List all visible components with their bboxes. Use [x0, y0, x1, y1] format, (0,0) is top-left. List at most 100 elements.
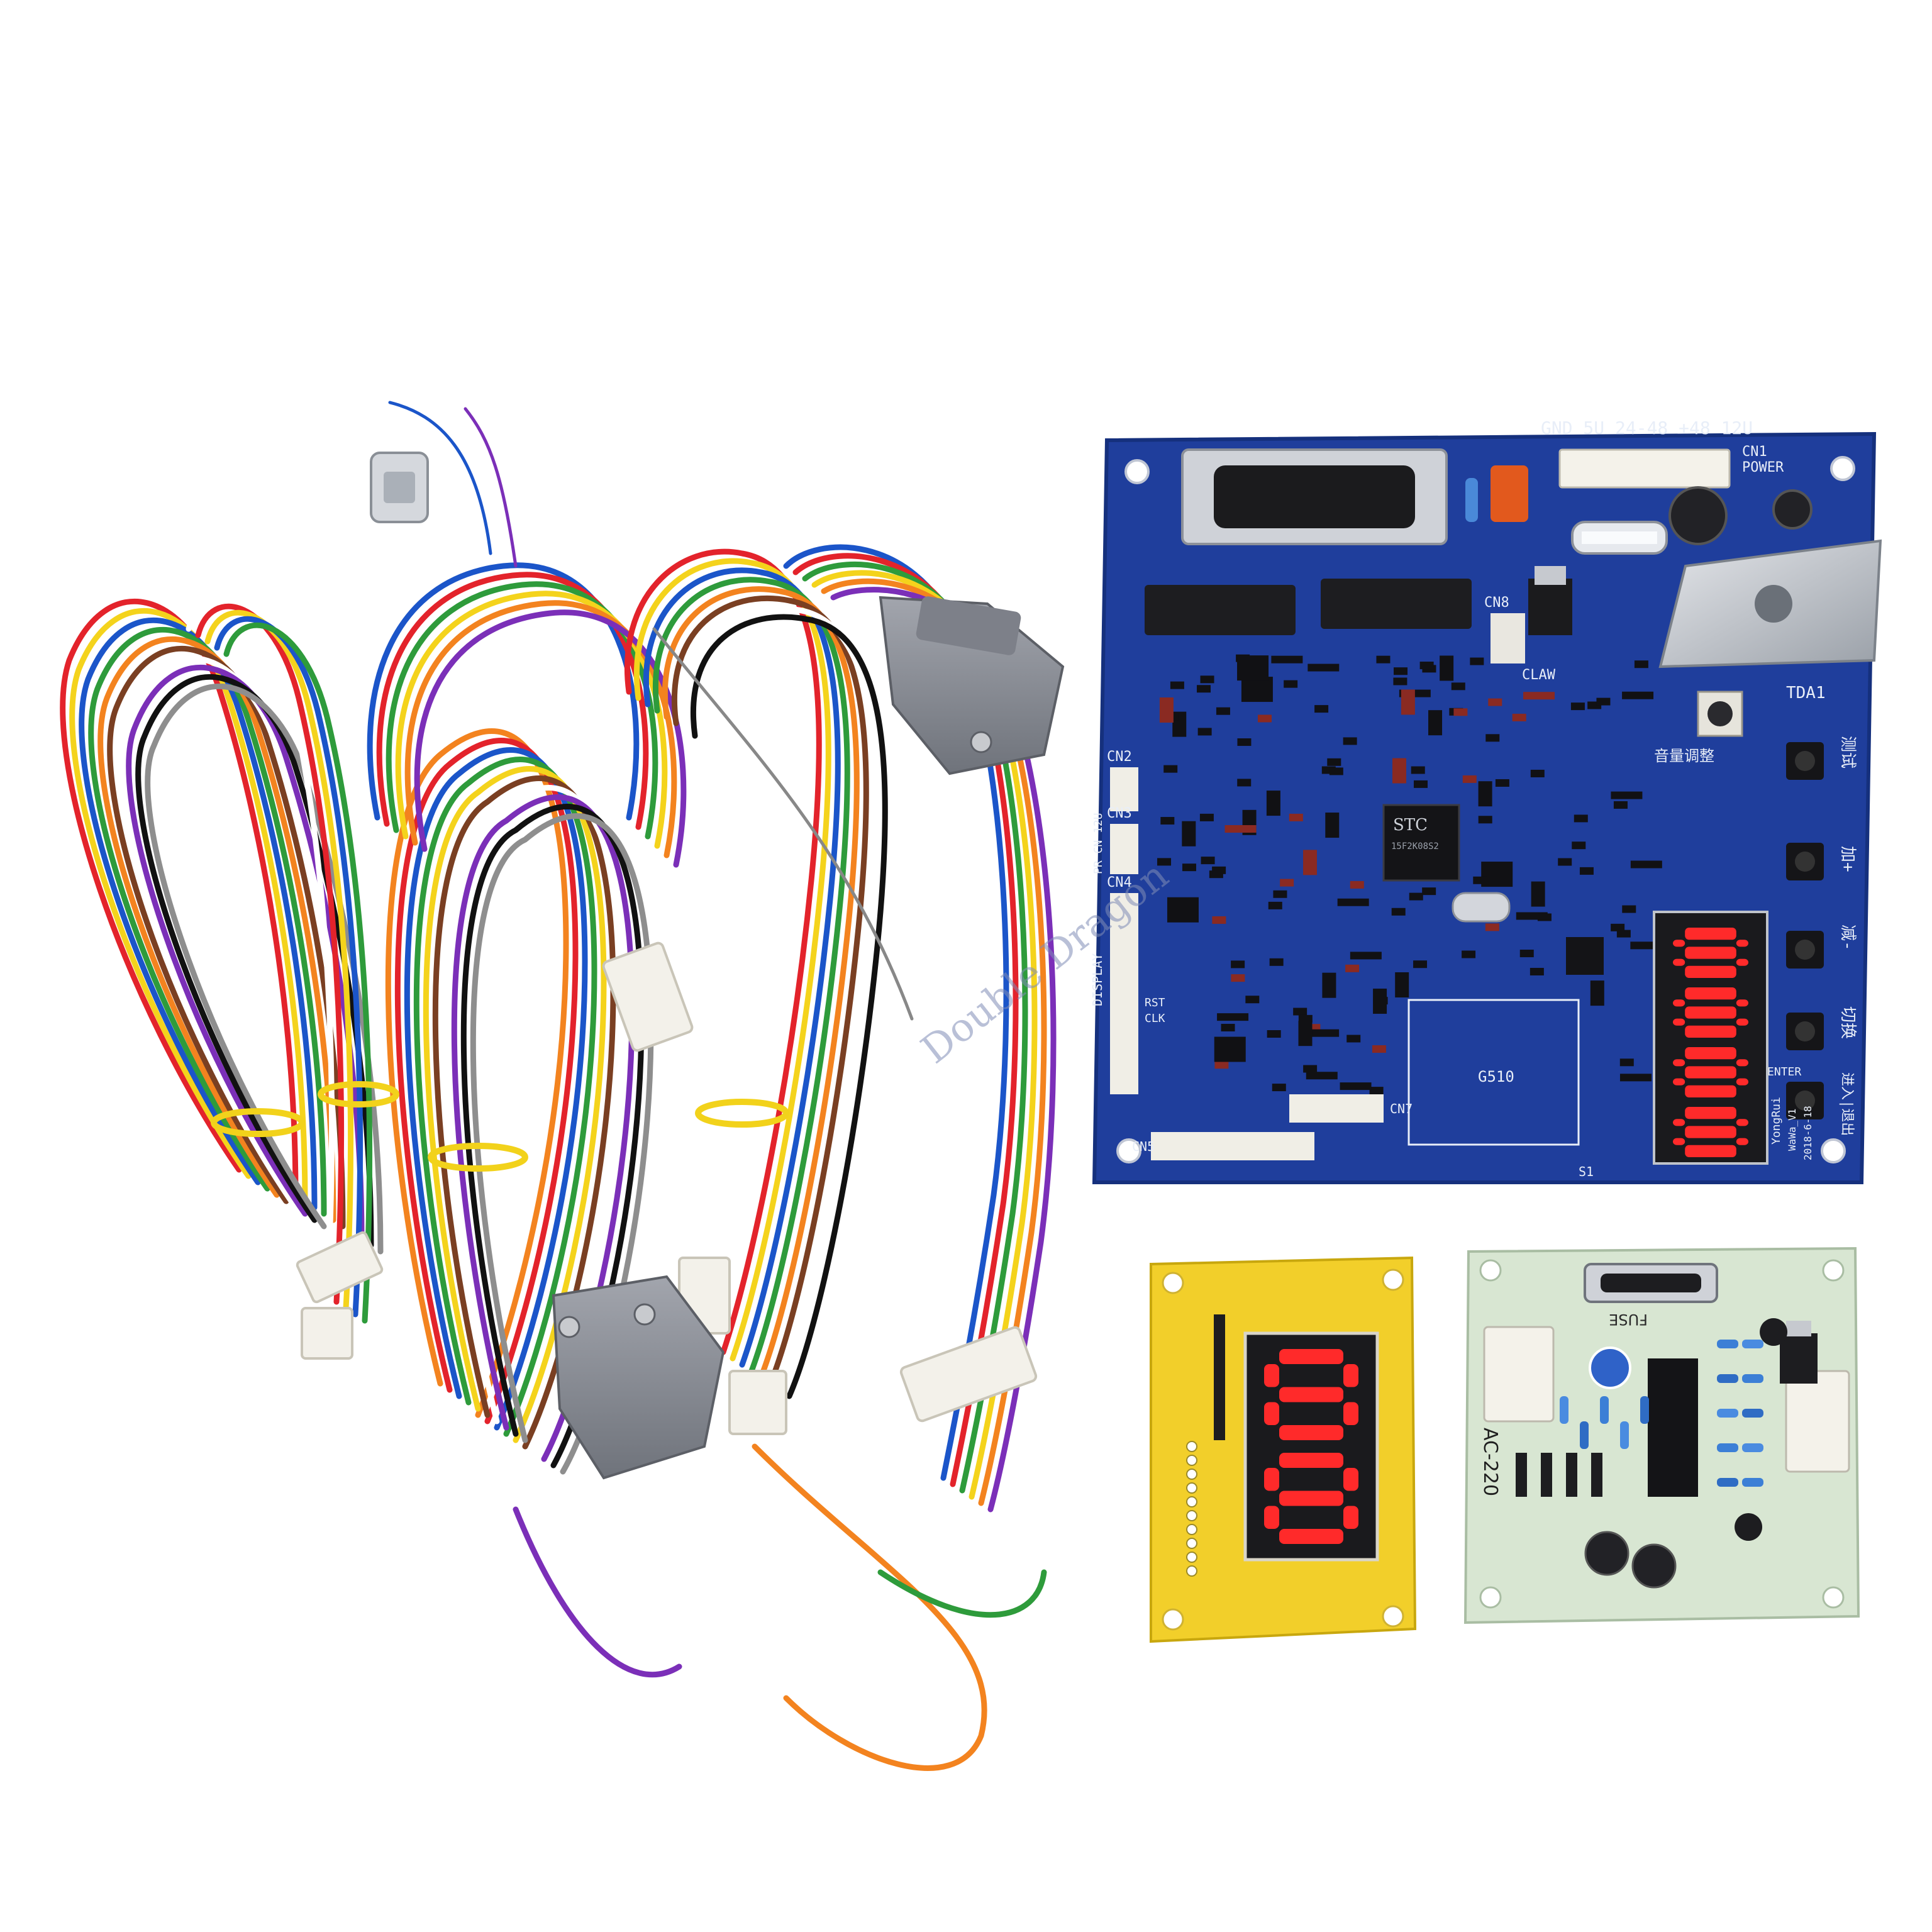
smd-components: [1157, 654, 1662, 1104]
smd-part: [1214, 1036, 1246, 1062]
led-segment: [1736, 1119, 1748, 1126]
smd-part: [1558, 858, 1572, 866]
led-segment: [1736, 1078, 1748, 1085]
header-pin: [1186, 1552, 1197, 1563]
smd-part: [1374, 997, 1388, 1005]
smd-part: [1530, 967, 1544, 975]
header-pin: [1186, 1455, 1197, 1466]
smd-part: [1345, 964, 1360, 972]
smd-part: [1224, 825, 1257, 833]
smd-part: [1289, 813, 1303, 821]
resistor: [1742, 1374, 1763, 1383]
smd-part: [1495, 779, 1509, 787]
enter-label: ENTER: [1767, 1065, 1801, 1079]
clk-label: CLK: [1145, 1012, 1165, 1025]
cn2-header: [1110, 767, 1138, 811]
smd-part: [1478, 816, 1492, 824]
led-digits-88: [1264, 1349, 1358, 1544]
smd-part: [1590, 980, 1604, 1006]
smd-part: [1159, 697, 1174, 723]
resistor: [1742, 1409, 1763, 1418]
cn3-label: CN3: [1107, 806, 1132, 821]
header-pin: [1186, 1510, 1197, 1521]
smd-part: [1245, 996, 1260, 1004]
smd-part: [1622, 905, 1636, 913]
cn7-label: CN7: [1390, 1101, 1413, 1116]
led-segment: [1685, 987, 1736, 1000]
led-segment: [1685, 928, 1736, 940]
smd-part: [1462, 950, 1476, 958]
version-label: WaWa_V1: [1786, 1109, 1798, 1151]
smd-part: [1488, 698, 1502, 706]
resistor: [1640, 1396, 1649, 1424]
smd-part: [1307, 1029, 1340, 1037]
smd-part: [1268, 901, 1282, 909]
led-segment: [1264, 1364, 1279, 1387]
resistor: [1717, 1443, 1738, 1452]
smd-part: [1473, 876, 1487, 884]
rst-label: RST: [1145, 996, 1165, 1009]
smd-part: [1197, 728, 1212, 736]
resistor: [1620, 1421, 1629, 1449]
cn3-header: [1110, 824, 1138, 874]
led-segment: [1279, 1491, 1343, 1506]
resistor: [1717, 1340, 1738, 1348]
resistor: [1742, 1478, 1763, 1487]
led-digit: [1673, 928, 1748, 978]
led-digits-8888: [1673, 928, 1748, 1157]
header-pin: [1186, 1482, 1197, 1494]
header-pin: [1186, 1538, 1197, 1549]
led-segment: [1685, 1085, 1736, 1097]
led-segment: [1673, 1078, 1685, 1085]
led-segment: [1736, 940, 1748, 947]
led-segment: [1343, 1506, 1358, 1529]
smd-part: [1170, 681, 1184, 689]
smd-part: [1622, 691, 1654, 699]
smd-part: [1392, 758, 1406, 784]
cn5-header: [1151, 1132, 1314, 1160]
smd-part: [1453, 708, 1468, 716]
smd-part: [1314, 705, 1329, 713]
led-segment: [1279, 1349, 1343, 1364]
smd-part: [1237, 738, 1252, 747]
header-pin: [1186, 1565, 1197, 1577]
metal-jack: [370, 452, 429, 523]
smd-part: [1350, 952, 1382, 960]
smd-part: [1572, 841, 1586, 850]
led-segment: [1685, 1107, 1736, 1119]
smd-part: [1266, 791, 1280, 816]
smd-part: [1470, 657, 1484, 665]
smd-part: [1302, 850, 1317, 875]
display-label: DISPLAY: [1090, 953, 1105, 1006]
smd-part: [1267, 1030, 1281, 1038]
board-buttons: [1786, 742, 1824, 1119]
smd-part: [1574, 814, 1588, 823]
smd-part: [1201, 857, 1215, 865]
smd-part: [1214, 1061, 1229, 1069]
smd-part: [1530, 769, 1545, 777]
test-cn-label: 测试: [1838, 736, 1857, 769]
voltage-regulator: [1528, 579, 1572, 635]
led-segment: [1685, 1006, 1736, 1019]
board-db25-socket: [1181, 448, 1448, 545]
smd-part: [1634, 660, 1648, 669]
smd-part: [1272, 1084, 1286, 1092]
smd-part: [1531, 881, 1545, 907]
power-board-ic: [1648, 1358, 1698, 1497]
smd-part: [1337, 898, 1369, 906]
smd-part: [1237, 655, 1269, 681]
smd-part: [1280, 879, 1294, 887]
led-segment: [1685, 965, 1736, 978]
led-digit: [1673, 1047, 1748, 1097]
smd-part: [1619, 1074, 1652, 1082]
gsm-module-outline: [1407, 999, 1580, 1146]
smd-part: [1237, 779, 1252, 787]
smd-part: [1485, 734, 1500, 742]
resistor: [1742, 1340, 1763, 1348]
date-label: 2018-6-18: [1802, 1106, 1814, 1160]
smd-part: [1200, 675, 1214, 684]
smd-part: [1440, 655, 1454, 681]
led-segment: [1685, 1126, 1736, 1138]
smd-part: [1298, 1014, 1313, 1023]
smd-part: [1630, 860, 1662, 869]
